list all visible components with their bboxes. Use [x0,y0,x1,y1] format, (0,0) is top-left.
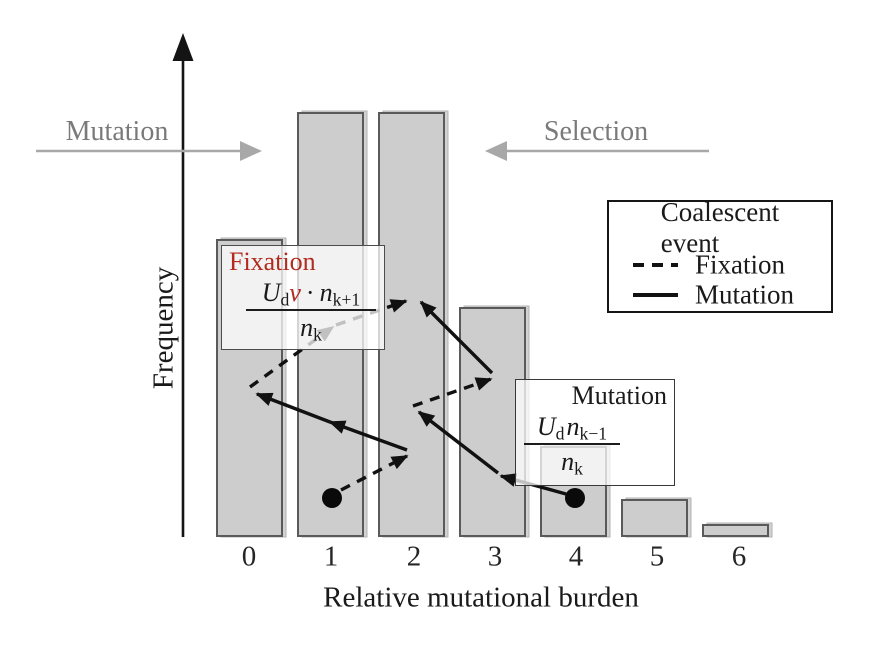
legend-item-mutation: Mutation [695,279,794,310]
formula-numerator: Udv·nk+1 [261,278,361,310]
formula-denominator: nk [561,447,583,479]
fixation-event-arrow [340,454,409,492]
mutation-annotation: Mutation Udnk−1 nk [515,379,675,486]
legend-dashed-line-icon [633,263,678,267]
lineage-dot-class-1 [322,488,342,508]
bar-burden-2 [378,112,445,537]
fixation-rate-formula: Udv·nk+1 nk [246,278,376,343]
fixation-annotation-title: Fixation [229,247,316,276]
y-axis-label: Frequency [147,266,180,390]
mutation-rate-formula: Udnk−1 nk [524,412,620,477]
tick-label-5: 5 [649,540,665,573]
lineage-dots [322,488,585,508]
mutation-event-arrow [255,392,331,424]
tick-label-3: 3 [487,540,503,573]
x-axis-label: Relative mutational burden [323,581,639,614]
tick-label-2: 2 [406,540,422,573]
tick-label-4: 4 [568,540,584,573]
bar-burden-3 [459,307,526,537]
fixation-annotation: Fixation Udv·nk+1 nk [221,245,385,350]
bar-burden-6 [702,524,769,537]
mutation-event-arrow [417,410,500,475]
tick-label-1: 1 [323,540,339,573]
bar-burden-5 [621,499,688,537]
tick-label-0: 0 [241,540,257,573]
tick-label-6: 6 [731,540,747,573]
mutation-direction-label: Mutation [65,116,169,147]
mutation-annotation-title: Mutation [571,381,667,410]
formula-numerator: Udnk−1 [536,412,608,444]
selection-direction-arrowhead-icon [485,141,507,161]
legend-item-fixation: Fixation [695,249,786,280]
legend-solid-line-icon [633,293,678,297]
mutation-event-arrow [419,300,494,375]
fraction-bar [524,443,620,445]
axes [36,33,709,537]
fixation-event-arrow [412,377,493,408]
fraction-bar [246,309,376,311]
formula-denominator: nk [300,313,322,345]
legend-title: Coalescent event [660,197,780,258]
y-axis-arrowhead-icon [172,33,194,61]
legend: Coalescent event Fixation Mutation [607,197,833,313]
mutation-direction-arrowhead-icon [240,141,262,161]
lineage-dot-class-4 [565,488,585,508]
selection-direction-label: Selection [543,116,649,147]
mutation-event-arrow [328,420,408,452]
